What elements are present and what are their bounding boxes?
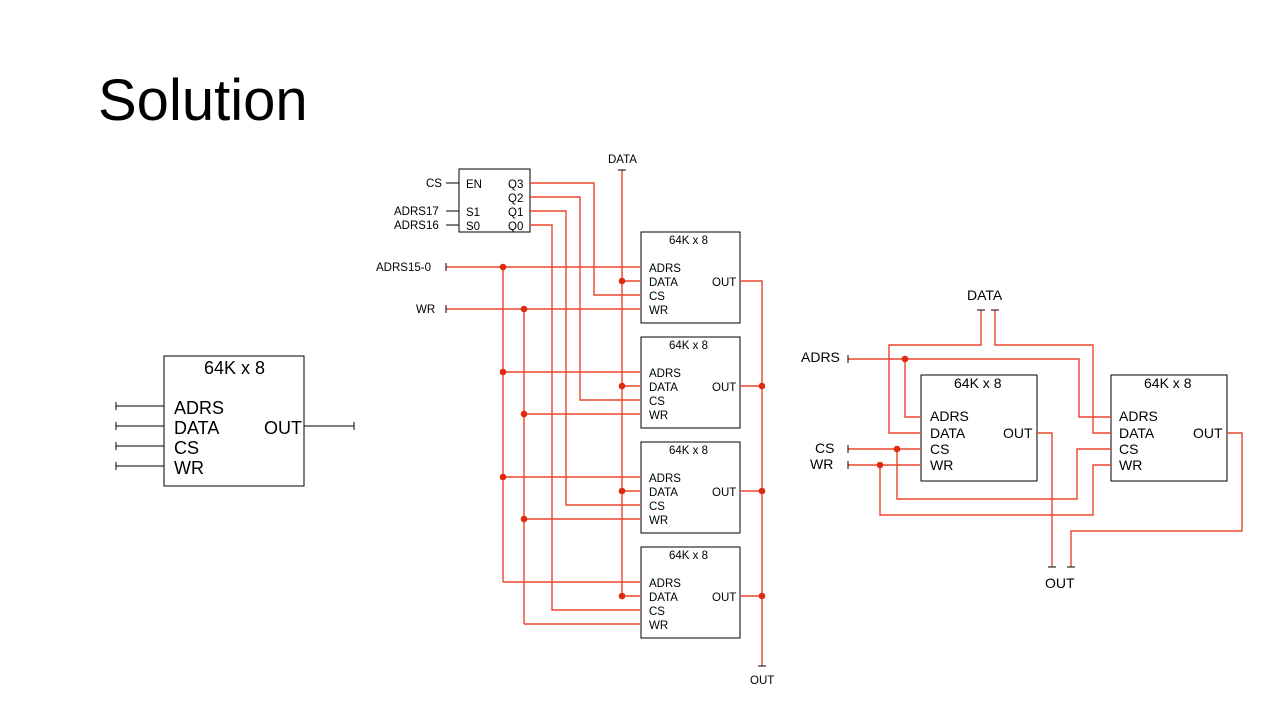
- adrs-port: ADRS: [174, 398, 224, 418]
- svg-text:CS: CS: [649, 501, 665, 513]
- decoder-q2: Q2: [508, 193, 523, 205]
- decoder-s1: S1: [466, 207, 480, 219]
- four-chip-circuit: EN S1 S0 Q3 Q2 Q1 Q0 CS ADRS17 ADRS16 AD…: [376, 154, 774, 687]
- memory-chip-2: 64K x 8 ADRS DATA CS WR OUT: [640, 441, 741, 534]
- pin-lines: [116, 405, 354, 467]
- out-port: OUT: [264, 418, 302, 438]
- svg-text:WR: WR: [649, 515, 668, 527]
- decoder-q1: Q1: [508, 207, 523, 219]
- svg-text:OUT: OUT: [1193, 425, 1223, 441]
- out-bus-label: OUT: [750, 675, 774, 687]
- data-bus-label: DATA: [608, 154, 637, 166]
- memory-chip-3: 64K x 8 ADRS DATA CS WR OUT: [640, 546, 741, 639]
- svg-text:OUT: OUT: [712, 487, 736, 499]
- memory-chip-1: 64K x 8 ADRS DATA CS WR OUT: [640, 336, 741, 429]
- adrs17-signal-label: ADRS17: [394, 206, 439, 218]
- svg-text:64K x 8: 64K x 8: [669, 445, 708, 457]
- svg-text:DATA: DATA: [649, 487, 678, 499]
- memory-chip-a: 64K x 8 ADRS DATA CS WR OUT: [920, 374, 1038, 482]
- decoder-input-pins: [446, 182, 459, 226]
- decoder-en: EN: [466, 179, 482, 191]
- svg-text:ADRS: ADRS: [649, 578, 681, 590]
- svg-text:CS: CS: [649, 291, 665, 303]
- svg-text:OUT: OUT: [1003, 425, 1033, 441]
- svg-text:CS: CS: [930, 441, 949, 457]
- data-port: DATA: [174, 418, 219, 438]
- svg-text:OUT: OUT: [712, 277, 736, 289]
- wr-label-right: WR: [810, 456, 833, 472]
- svg-text:ADRS: ADRS: [649, 368, 681, 380]
- out-label-right: OUT: [1045, 575, 1075, 591]
- adrs-label-right: ADRS: [801, 349, 840, 365]
- svg-text:DATA: DATA: [649, 382, 678, 394]
- svg-text:ADRS: ADRS: [930, 408, 969, 424]
- adrs15-0-signal-label: ADRS15-0: [376, 262, 431, 274]
- svg-text:DATA: DATA: [930, 425, 966, 441]
- svg-text:WR: WR: [649, 410, 668, 422]
- pin-terminals: [115, 402, 355, 470]
- decoder-box: [458, 168, 531, 233]
- memory-chip-box: [163, 355, 305, 487]
- svg-text:WR: WR: [649, 620, 668, 632]
- decoder-q3: Q3: [508, 179, 523, 191]
- cs-signal-label: CS: [426, 178, 442, 190]
- svg-text:64K x 8: 64K x 8: [669, 550, 708, 562]
- svg-text:64K x 8: 64K x 8: [669, 235, 708, 247]
- svg-text:OUT: OUT: [712, 592, 736, 604]
- svg-text:CS: CS: [649, 606, 665, 618]
- svg-text:64K x 8: 64K x 8: [1144, 375, 1192, 391]
- two-chip-circuit: DATA ADRS CS WR OUT 64K x 8 ADRS DATA CS…: [801, 287, 1243, 591]
- memory-chip-0: 64K x 8 ADRS DATA CS WR OUT: [640, 231, 741, 324]
- memory-chip-b: 64K x 8 ADRS DATA CS WR OUT: [1110, 374, 1228, 482]
- svg-text:64K x 8: 64K x 8: [954, 375, 1002, 391]
- svg-text:WR: WR: [930, 457, 953, 473]
- decoder-q0: Q0: [508, 221, 523, 233]
- single-memory-block: 64K x 8 ADRS DATA CS WR OUT: [115, 355, 355, 487]
- svg-text:DATA: DATA: [649, 277, 678, 289]
- wiring-right: [847, 309, 1243, 568]
- svg-text:CS: CS: [1119, 441, 1138, 457]
- svg-text:64K x 8: 64K x 8: [669, 340, 708, 352]
- decoder-s0: S0: [466, 221, 480, 233]
- svg-text:DATA: DATA: [649, 592, 678, 604]
- svg-text:ADRS: ADRS: [649, 263, 681, 275]
- slide-title: Solution: [98, 68, 308, 133]
- wr-port: WR: [174, 458, 204, 478]
- cs-label-right: CS: [815, 440, 834, 456]
- cs-port: CS: [174, 438, 199, 458]
- svg-text:WR: WR: [1119, 457, 1142, 473]
- svg-text:WR: WR: [649, 305, 668, 317]
- svg-text:ADRS: ADRS: [649, 473, 681, 485]
- wr-signal-label: WR: [416, 304, 435, 316]
- adrs16-signal-label: ADRS16: [394, 220, 439, 232]
- svg-text:OUT: OUT: [712, 382, 736, 394]
- svg-text:DATA: DATA: [1119, 425, 1155, 441]
- wiring-mid: [445, 169, 766, 667]
- svg-text:ADRS: ADRS: [1119, 408, 1158, 424]
- data-label-right: DATA: [967, 287, 1003, 303]
- svg-text:CS: CS: [649, 396, 665, 408]
- chip-label: 64K x 8: [204, 358, 265, 378]
